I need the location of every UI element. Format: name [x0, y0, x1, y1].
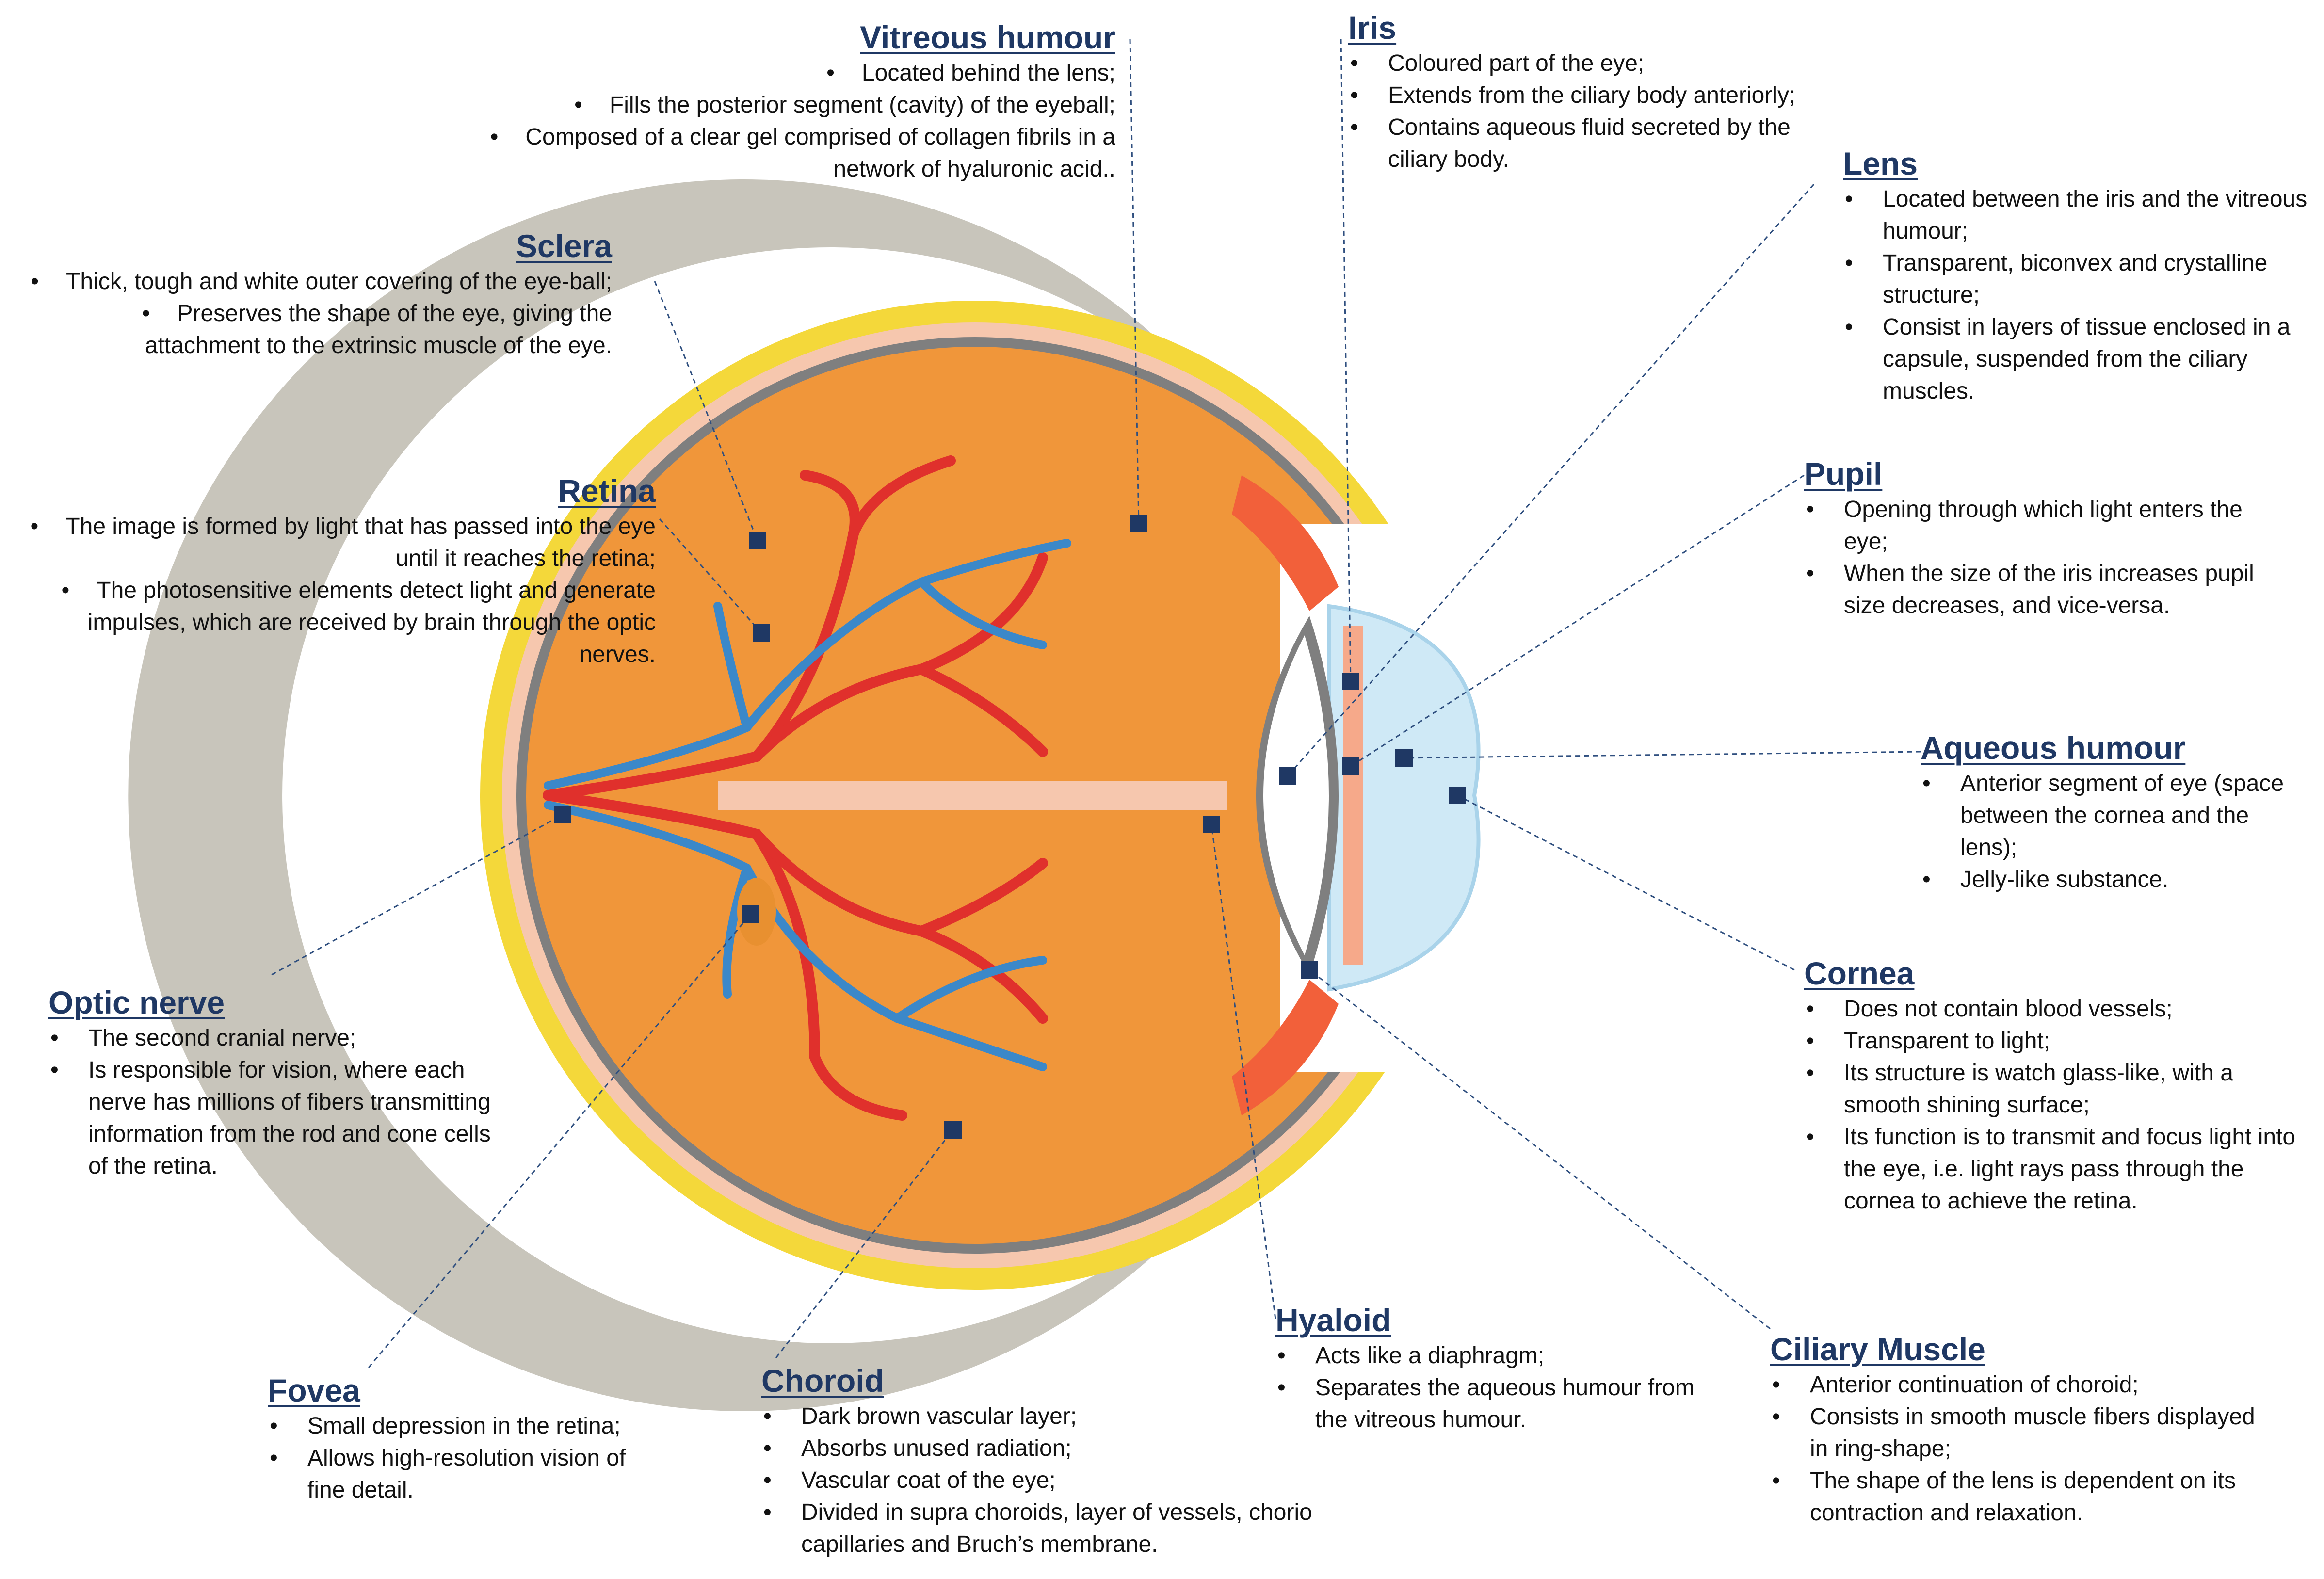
pupil-title: Pupil [1804, 456, 1883, 492]
cornea-bullet-3: Its structure is watch glass-like, with … [1804, 1057, 2299, 1121]
marker-iris [1342, 673, 1359, 690]
aqueous-bullet-2: Jelly-like substance. [1921, 864, 2308, 896]
callout-aqueous-humour: Aqueous humour Anterior segment of eye (… [1921, 730, 2308, 896]
callout-choroid: Choroid Dark brown vascular layer; Absor… [761, 1363, 1343, 1561]
sclera-bullet-1: Thick, tough and white outer covering of… [20, 266, 612, 298]
lens-bullet-2: Transparent, biconvex and crystalline st… [1843, 247, 2308, 311]
marker-vitreous [1130, 515, 1147, 532]
ciliary-bullet-3: The shape of the lens is dependent on it… [1770, 1465, 2279, 1529]
marker-retina [753, 624, 770, 642]
cornea-shape [1327, 604, 1481, 992]
retina-bullet-2: The photosensitive elements detect light… [16, 575, 656, 671]
retinal-veins [544, 539, 1071, 1071]
callout-retina: Retina The image is formed by light that… [16, 473, 656, 671]
fovea-bullet-1: Small depression in the retina; [268, 1410, 665, 1442]
fovea-title: Fovea [268, 1372, 360, 1408]
hyaloid-bullet-2: Separates the aqueous humour from the vi… [1275, 1372, 1712, 1436]
ciliary-bullet-2: Consists in smooth muscle fibers display… [1770, 1401, 2279, 1465]
callout-cornea: Cornea Does not contain blood vessels; T… [1804, 955, 2299, 1217]
lens-bullet-1: Located between the iris and the vitreou… [1843, 183, 2308, 247]
callout-lens: Lens Located between the iris and the vi… [1843, 145, 2308, 407]
lens-inner [1263, 635, 1329, 955]
iris-bullet-2: Extends from the ciliary body anteriorly… [1348, 80, 1824, 112]
marker-choroid [944, 1121, 962, 1139]
callout-hyaloid: Hyaloid Acts like a diaphragm; Separates… [1275, 1302, 1712, 1436]
marker-optic-nerve [554, 806, 571, 823]
vitreous-bullet-3: Composed of a clear gel comprised of col… [466, 121, 1115, 185]
callout-fovea: Fovea Small depression in the retina; Al… [268, 1372, 665, 1506]
optic-nerve-title: Optic nerve [48, 984, 225, 1020]
callout-optic-nerve: Optic nerve The second cranial nerve; Is… [48, 984, 514, 1182]
aqueous-humour-title: Aqueous humour [1921, 730, 2186, 766]
marker-sclera [749, 532, 766, 549]
marker-lens [1279, 767, 1296, 785]
cornea-bullet-4: Its function is to transmit and focus li… [1804, 1121, 2299, 1217]
retinal-arteries [543, 455, 1048, 1121]
iris-bullet-1: Coloured part of the eye; [1348, 48, 1824, 80]
marker-cornea [1449, 787, 1466, 804]
retina-bullet-1: The image is formed by light that has pa… [16, 511, 656, 575]
choroid-bullet-3: Vascular coat of the eye; [761, 1465, 1343, 1497]
callout-pupil: Pupil Opening through which light enters… [1804, 456, 2289, 622]
lens-bullet-3: Consist in layers of tissue enclosed in … [1843, 311, 2308, 407]
markers [554, 515, 1466, 1139]
optic-nerve-bullet-2: Is responsible for vision, where each ne… [48, 1054, 514, 1182]
lens-title: Lens [1843, 145, 1918, 181]
hyaloid-bullet-1: Acts like a diaphragm; [1275, 1340, 1712, 1372]
marker-ciliary [1301, 961, 1318, 979]
sclera-title: Sclera [516, 228, 612, 264]
callout-sclera: Sclera Thick, tough and white outer cove… [20, 228, 612, 362]
callout-vitreous-humour: Vitreous humour Located behind the lens;… [466, 19, 1115, 185]
marker-hyaloid [1203, 816, 1220, 833]
choroid-bullet-4: Divided in supra choroids, layer of vess… [761, 1497, 1343, 1561]
pupil-bullet-1: Opening through which light enters the e… [1804, 494, 2289, 558]
leader-lines [271, 38, 1921, 1368]
iris-bullet-3: Contains aqueous fluid secreted by the c… [1348, 112, 1824, 176]
optic-nerve-bullet-1: The second cranial nerve; [48, 1022, 514, 1054]
cornea-title: Cornea [1804, 955, 1915, 991]
callout-ciliary-muscle: Ciliary Muscle Anterior continuation of … [1770, 1331, 2279, 1529]
choroid-bullet-1: Dark brown vascular layer; [761, 1401, 1343, 1433]
choroid-title: Choroid [761, 1363, 884, 1399]
cornea-bullet-1: Does not contain blood vessels; [1804, 993, 2299, 1025]
vitreous-bullet-1: Located behind the lens; [466, 57, 1115, 89]
marker-pupil [1342, 757, 1359, 775]
vitreous-bullet-2: Fills the posterior segment (cavity) of … [466, 89, 1115, 121]
ciliary-body-bottom [1232, 980, 1339, 1115]
ciliary-muscle-title: Ciliary Muscle [1770, 1331, 1985, 1367]
cornea-bullet-2: Transparent to light; [1804, 1025, 2299, 1057]
hyaloid-canal [718, 781, 1227, 810]
sclera-bullet-2: Preserves the shape of the eye, giving t… [20, 298, 612, 362]
marker-fovea [742, 905, 759, 923]
retina-title: Retina [558, 473, 656, 509]
hyaloid-title: Hyaloid [1275, 1302, 1391, 1338]
marker-aqueous [1395, 749, 1413, 767]
sclera-shell [128, 179, 1222, 1412]
pupil-bullet-2: When the size of the iris increases pupi… [1804, 558, 2289, 622]
choroid-bullet-2: Absorbs unused radiation; [761, 1433, 1343, 1465]
ciliary-bullet-1: Anterior continuation of choroid; [1770, 1369, 2279, 1401]
iris-title: Iris [1348, 10, 1397, 46]
aqueous-bullet-1: Anterior segment of eye (space between t… [1921, 768, 2308, 864]
vitreous-humour-title: Vitreous humour [860, 19, 1115, 55]
ciliary-body-top [1232, 475, 1339, 611]
fovea-bullet-2: Allows high-resolution vision of fine de… [268, 1442, 665, 1506]
callout-iris: Iris Coloured part of the eye; Extends f… [1348, 10, 1824, 176]
